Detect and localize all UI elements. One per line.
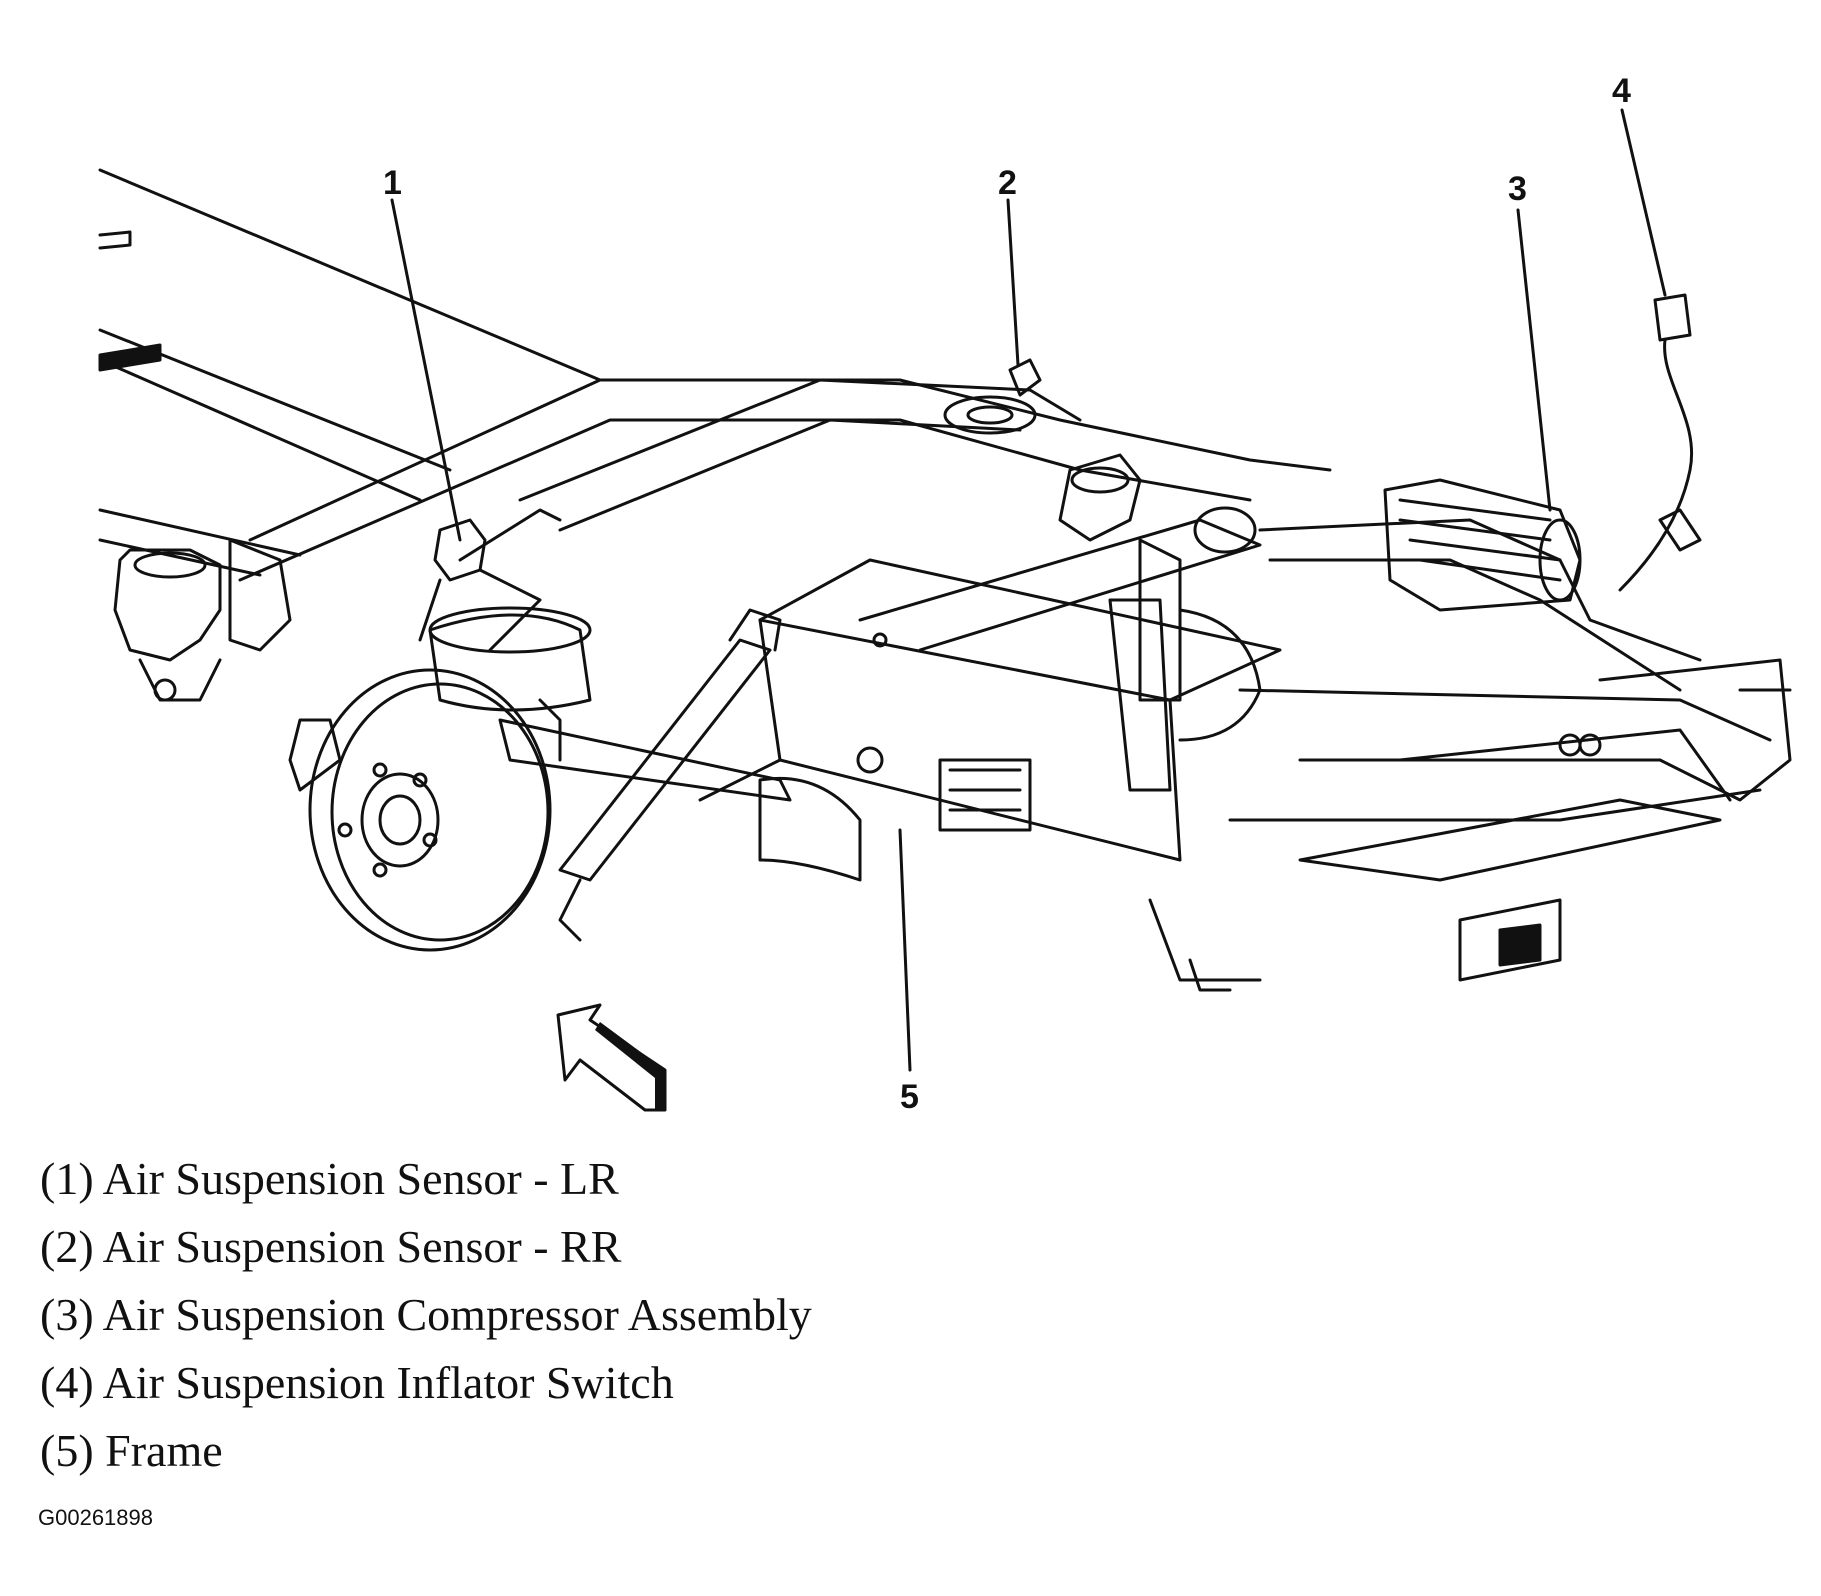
legend-item-1: (1) Air Suspension Sensor - LR [40, 1153, 619, 1204]
left-frame-rail [98, 168, 602, 577]
legend: (1) Air Suspension Sensor - LR (2) Air S… [40, 1145, 812, 1485]
callout-1: 1 [383, 164, 402, 202]
legend-item-4: (4) Air Suspension Inflator Switch [40, 1357, 674, 1408]
callout-5: 5 [900, 1078, 919, 1116]
legend-item-3: (3) Air Suspension Compressor Assembly [40, 1289, 812, 1340]
callout-4: 4 [1612, 72, 1631, 110]
rear-frame-illustration: 1 2 3 4 5 [98, 72, 1792, 1116]
brake-rotor [288, 668, 562, 952]
air-suspension-compressor-assembly [1383, 478, 1582, 612]
figure-id: G00261898 [38, 1505, 153, 1530]
main-frame-rail [698, 558, 1282, 862]
left-spring-seat [113, 538, 292, 702]
trailer-hitch [1148, 798, 1722, 992]
shock-absorber [558, 608, 782, 942]
air-suspension-inflator-switch [1618, 293, 1702, 592]
callout-leaders [390, 108, 1667, 1072]
front-arrow-icon [556, 1003, 667, 1112]
air-suspension-sensor-rr [1008, 358, 1042, 397]
rear-axle [498, 608, 1262, 882]
callout-3: 3 [1508, 170, 1527, 208]
legend-item-2: (2) Air Suspension Sensor - RR [40, 1221, 622, 1272]
rear-cross-tube [858, 506, 1262, 652]
air-suspension-sensor-lr [433, 518, 542, 652]
rail-bracket [1108, 538, 1182, 792]
right-frame-rail [1228, 518, 1792, 822]
legend-item-5: (5) Frame [40, 1425, 223, 1476]
callout-numbers: 1 2 3 4 5 [383, 72, 1631, 1116]
rear-crossmember [238, 378, 1332, 582]
left-air-spring [418, 508, 592, 712]
callout-2: 2 [998, 164, 1017, 202]
